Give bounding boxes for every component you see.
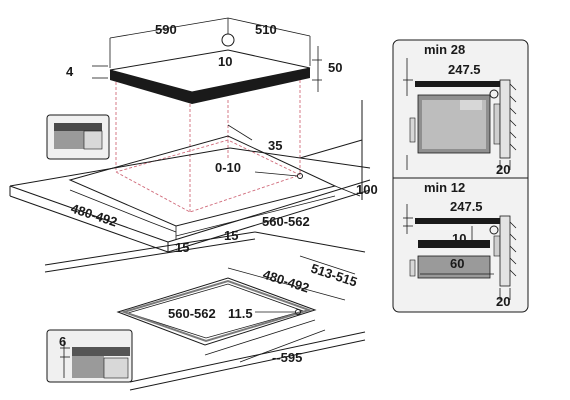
cutout-tolerance-label: 0-10: [215, 160, 241, 175]
panel-top-dim-label: 247.5: [448, 62, 481, 77]
cutout-bottom-front-label: --595: [272, 350, 302, 365]
panel-bottom-gap-label: 10: [452, 231, 466, 246]
hob-top-view: [92, 17, 322, 104]
wall-hatch-bottom: [509, 221, 517, 277]
hob-section-top: [415, 81, 500, 87]
countertop-bottom: [44, 231, 366, 391]
panel-bottom-min-label: min 12: [424, 180, 465, 195]
cutout-depth-label: 480-492: [69, 201, 119, 230]
wall-hatch-top: [509, 83, 517, 151]
right-panel: [392, 39, 529, 313]
cutout-width-label: 560-562: [262, 214, 310, 229]
panel-bottom-wall-label: 20: [496, 294, 510, 309]
hob-hole-label: 10: [218, 54, 232, 69]
cutout-bottom-depth-outer-label: 513-515: [309, 261, 359, 290]
hob-thickness-side-label: 50: [328, 60, 342, 75]
hob-width-label: 590: [155, 22, 177, 37]
panel-bottom-dim-label: 247.5: [450, 199, 483, 214]
projection-lines: [115, 80, 302, 213]
panel-top-min-label: min 28: [424, 42, 465, 57]
cutout-bottom-corner-label: 11.5: [228, 306, 253, 321]
panel-top-wall-label: 20: [496, 162, 510, 177]
cutout-rear-label: 100: [356, 182, 378, 197]
hob-section-bottom: [415, 218, 500, 224]
countertop-top: [9, 100, 371, 253]
hob-thickness-front-label: 4: [66, 64, 74, 79]
panel-bottom-space-label: 60: [450, 256, 464, 271]
sealing-section-icon: [46, 329, 133, 383]
cutout-bottom-width-label: 560-562: [168, 306, 216, 321]
cutout-bottom-depth-label: 480-492: [261, 267, 311, 296]
hob-depth-label: 510: [255, 22, 277, 37]
cutout-corner-label: 35: [268, 138, 282, 153]
inset-thickness-label: 6: [59, 334, 66, 349]
countertop-section-icon: [46, 114, 110, 160]
